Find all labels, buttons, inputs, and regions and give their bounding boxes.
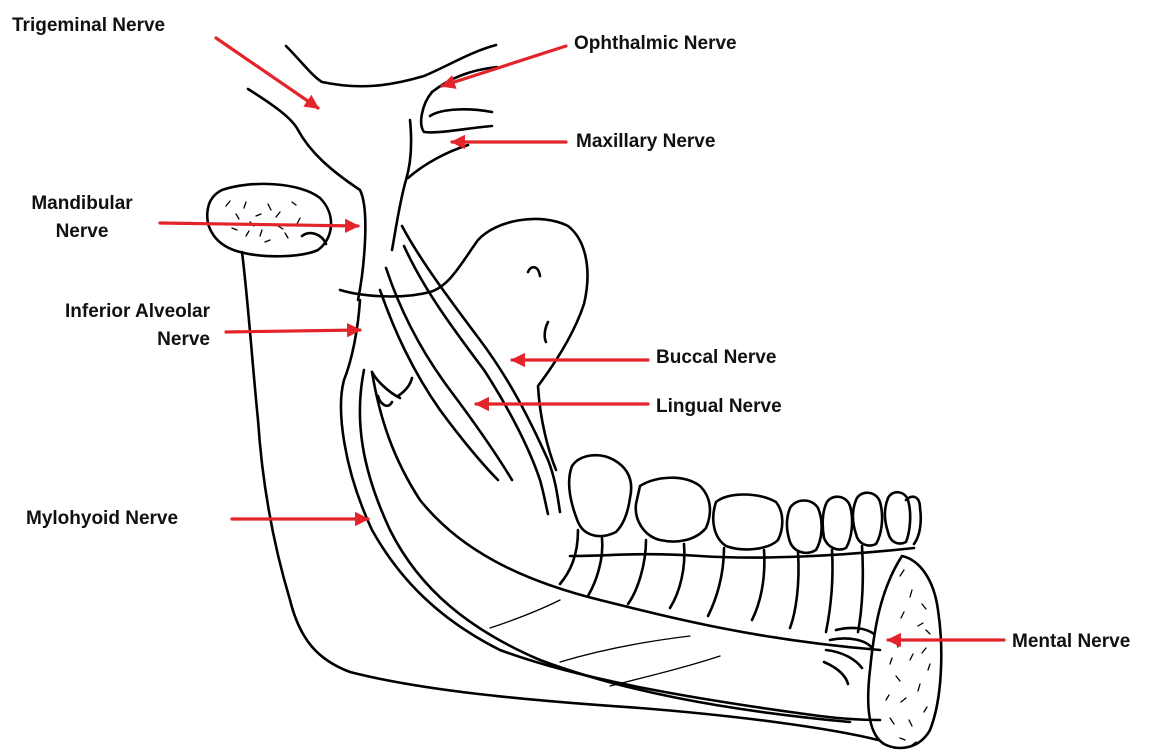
vessel-lines [490, 600, 720, 686]
mandibular-arrow [160, 223, 358, 226]
trigeminal-arrow [216, 38, 318, 108]
ophthalmic-nerve-label: Ophthalmic Nerve [574, 32, 737, 56]
pointer-arrows [160, 38, 1004, 640]
mylohyoid-nerve-label: Mylohyoid Nerve [26, 507, 178, 531]
lingual-nerve-label: Lingual Nerve [656, 395, 782, 419]
mental-nerve-label: Mental Nerve [1012, 630, 1130, 654]
trigeminal-nerve-trunk [248, 45, 497, 300]
mandibular-nerve-label-line2: Nerve [18, 220, 146, 244]
mandibular-nerve-label-line1: Mandibular [18, 192, 146, 216]
buccal-lingual-nerves [380, 226, 560, 514]
mandible-outline [242, 252, 880, 740]
inferior-alveolar-arrow [226, 330, 360, 332]
maxillary-nerve-label: Maxillary Nerve [576, 130, 715, 154]
trigeminal-nerve-label: Trigeminal Nerve [12, 14, 165, 38]
inferior-alveolar-nerve-label-line1: Inferior Alveolar [10, 300, 210, 324]
ophthalmic-arrow [442, 46, 566, 86]
buccal-nerve-label: Buccal Nerve [656, 346, 776, 370]
teeth [560, 455, 921, 632]
inferior-alveolar-nerve-label-line2: Nerve [10, 328, 210, 352]
mental-nerve-fibers [824, 628, 874, 684]
condyle [207, 184, 331, 256]
